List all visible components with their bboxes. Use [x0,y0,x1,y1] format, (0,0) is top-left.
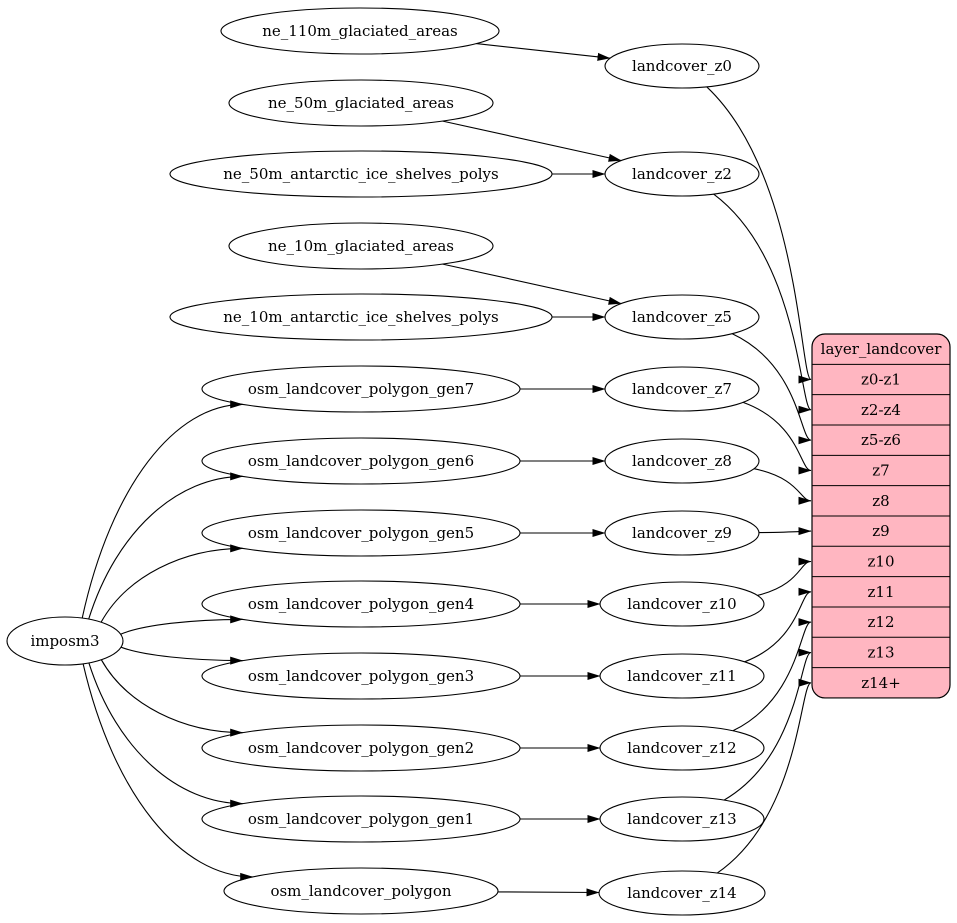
edge-imposm3--osm_landcover_polygon_gen5 [100,544,244,623]
node-imposm3: imposm3 [6,616,124,666]
node-label-osm_landcover_polygon: osm_landcover_polygon [270,882,451,900]
node-ne_50m_antarctic_ice_shelves_polys: ne_50m_antarctic_ice_shelves_polys [169,150,553,198]
node-landcover_z7: landcover_z7 [604,366,760,412]
node-label-osm_landcover_polygon_gen3: osm_landcover_polygon_gen3 [248,667,474,685]
node-ellipse-osm_landcover_polygon [223,867,499,915]
node-label-ne_10m_glaciated_areas: ne_10m_glaciated_areas [268,237,454,255]
node-label-ne_50m_antarctic_ice_shelves_polys: ne_50m_antarctic_ice_shelves_polys [223,165,498,183]
record-row-z10: z10 [868,552,895,570]
node-label-landcover_z7: landcover_z7 [632,380,732,398]
node-landcover_z0: landcover_z0 [604,43,760,89]
node-label-ne_110m_glaciated_areas: ne_110m_glaciated_areas [262,22,458,40]
edge-landcover_z11--z11 [744,587,812,663]
node-ellipse-ne_110m_glaciated_areas [220,7,500,55]
record-row-z12: z12 [868,613,895,631]
edge-osm_landcover_polygon--landcover_z14 [497,888,600,897]
node-ne_10m_antarctic_ice_shelves_polys: ne_10m_antarctic_ice_shelves_polys [169,293,553,341]
node-label-osm_landcover_polygon_gen7: osm_landcover_polygon_gen7 [248,380,474,398]
record-row-z8: z8 [872,492,889,510]
record-row-z13: z13 [868,643,895,661]
node-landcover_z2: landcover_z2 [604,151,760,197]
node-label-landcover_z0: landcover_z0 [632,57,732,75]
node-label-landcover_z12: landcover_z12 [627,739,736,757]
edge-landcover_z9--z9 [758,527,812,536]
record-row-z5-z6: z5-z6 [861,431,901,449]
node-ellipse-imposm3 [6,616,124,666]
edge-imposm3--osm_landcover_polygon_gen1 [88,662,244,808]
node-landcover_z13: landcover_z13 [599,796,765,842]
edge-landcover_z10--z10 [757,557,812,596]
node-label-osm_landcover_polygon_gen2: osm_landcover_polygon_gen2 [248,739,474,757]
node-osm_landcover_polygon_gen7: osm_landcover_polygon_gen7 [201,365,521,413]
edge-ne_50m_glaciated_areas--landcover_z2 [442,120,622,162]
record-row-z11: z11 [868,583,895,601]
edge-landcover_z12--z12 [732,618,812,732]
node-ellipse-ne_10m_glaciated_areas [228,222,494,270]
edge-imposm3--osm_landcover_polygon_gen6 [88,472,244,620]
edges-layer [81,43,812,897]
node-label-landcover_z9: landcover_z9 [632,524,732,542]
node-osm_landcover_polygon: osm_landcover_polygon [223,867,499,915]
node-ne_10m_glaciated_areas: ne_10m_glaciated_areas [228,222,494,270]
edge-imposm3--osm_landcover_polygon_gen7 [81,400,244,619]
nodes-layer: imposm3 ne_110m_glaciated_areas ne_50m_gla… [6,7,951,916]
node-landcover_z14: landcover_z14 [598,870,766,916]
record-layer_landcover: layer_landcover z0-z1 z2-z4 z5-z6 z7 z8 z9 z10 z… [811,333,951,699]
edge-ne_110m_glaciated_areas--landcover_z0 [476,43,611,61]
node-ne_110m_glaciated_areas: ne_110m_glaciated_areas [220,7,500,55]
node-label-landcover_z11: landcover_z11 [627,667,736,685]
node-ellipse-landcover_z0 [604,43,760,89]
node-landcover_z11: landcover_z11 [599,653,765,699]
node-label-osm_landcover_polygon_gen4: osm_landcover_polygon_gen4 [248,595,474,613]
node-ne_50m_glaciated_areas: ne_50m_glaciated_areas [228,79,494,127]
record-title: layer_landcover [821,340,943,358]
node-osm_landcover_polygon_gen1: osm_landcover_polygon_gen1 [201,795,521,843]
node-label-osm_landcover_polygon_gen1: osm_landcover_polygon_gen1 [248,810,474,828]
node-label-landcover_z13: landcover_z13 [627,810,736,828]
edge-landcover_z7--z7 [742,401,812,475]
edge-landcover_z2--z2-z4 [713,193,812,414]
record-row-z2-z4: z2-z4 [861,401,901,419]
node-label-landcover_z8: landcover_z8 [632,452,732,470]
node-ellipse-ne_50m_glaciated_areas [228,79,494,127]
record-row-z9: z9 [872,522,889,540]
node-label-osm_landcover_polygon_gen5: osm_landcover_polygon_gen5 [248,524,474,542]
edge-landcover_z5--z5-z6 [732,333,812,445]
edge-ne_10m_glaciated_areas--landcover_z5 [442,263,622,305]
node-label-landcover_z2: landcover_z2 [632,165,732,183]
node-label-imposm3: imposm3 [30,632,99,650]
record-row-z14+: z14+ [861,674,901,692]
node-landcover_z12: landcover_z12 [599,725,765,771]
node-osm_landcover_polygon_gen4: osm_landcover_polygon_gen4 [201,580,521,628]
edge-landcover_z0--z0-z1 [706,86,812,384]
node-landcover_z5: landcover_z5 [604,294,760,340]
edge-imposm3--osm_landcover_polygon [82,663,254,881]
node-label-landcover_z14: landcover_z14 [627,884,736,902]
node-landcover_z10: landcover_z10 [599,581,765,627]
edge-imposm3--osm_landcover_polygon_gen3 [120,646,244,665]
node-label-landcover_z5: landcover_z5 [632,308,732,326]
node-osm_landcover_polygon_gen3: osm_landcover_polygon_gen3 [201,652,521,700]
node-label-osm_landcover_polygon_gen6: osm_landcover_polygon_gen6 [248,452,474,470]
node-label-ne_50m_glaciated_areas: ne_50m_glaciated_areas [268,94,454,112]
node-osm_landcover_polygon_gen5: osm_landcover_polygon_gen5 [201,509,521,557]
node-label-landcover_z10: landcover_z10 [627,595,736,613]
edge-landcover_z13--z13 [723,648,812,801]
node-osm_landcover_polygon_gen2: osm_landcover_polygon_gen2 [201,724,521,772]
edge-landcover_z8--z8 [753,468,812,505]
edge-landcover_z14--z14+ [716,678,812,874]
node-landcover_z9: landcover_z9 [604,510,760,556]
node-landcover_z8: landcover_z8 [604,438,760,484]
node-osm_landcover_polygon_gen6: osm_landcover_polygon_gen6 [201,437,521,485]
node-label-ne_10m_antarctic_ice_shelves_polys: ne_10m_antarctic_ice_shelves_polys [223,308,498,326]
record-row-z0-z1: z0-z1 [861,370,901,388]
edge-imposm3--osm_landcover_polygon_gen2 [100,659,244,737]
record-row-z7: z7 [872,461,889,479]
edge-imposm3--osm_landcover_polygon_gen4 [120,615,244,635]
